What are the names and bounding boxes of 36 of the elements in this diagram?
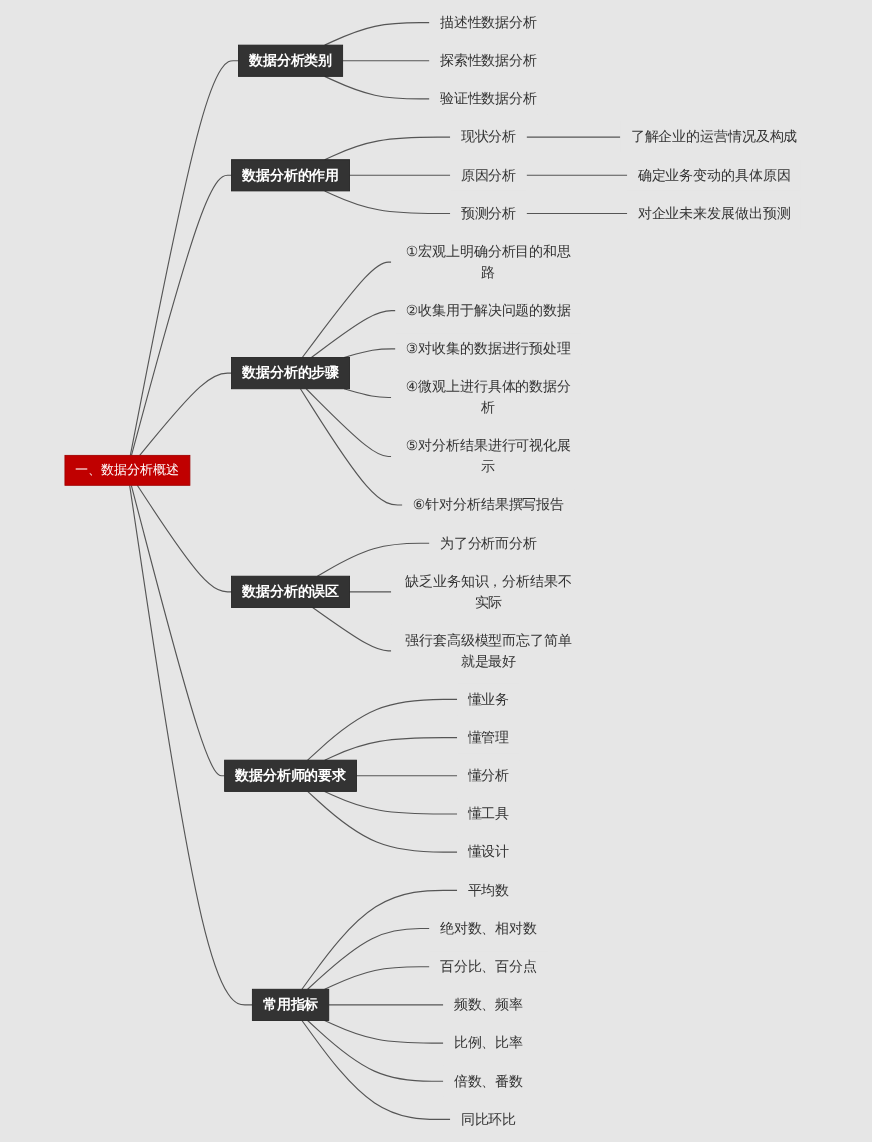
connector [301,261,392,359]
connector [316,542,430,577]
connector [299,388,403,506]
connector [301,889,458,990]
connector [323,75,430,100]
connector [310,310,396,359]
connector [327,1004,444,1006]
connector [311,606,392,652]
connector [525,212,628,215]
connector [343,348,396,359]
connector [129,60,239,456]
connector [306,927,430,990]
connector [525,136,621,138]
connector [348,591,392,593]
connector [343,388,392,398]
connector [323,136,451,161]
connector [323,190,451,215]
connector [348,174,451,176]
connector [355,775,458,777]
connector [305,388,392,458]
connector [323,737,458,761]
connector [128,484,253,1006]
connector [323,22,430,46]
connector [306,1019,444,1082]
connector [306,698,458,761]
connector [130,174,232,456]
connector [341,60,430,62]
connector [323,790,458,815]
connector [323,966,430,990]
connector [301,1019,451,1120]
connector [136,484,232,593]
connector [525,174,628,176]
connector [138,372,232,456]
connector [306,790,458,853]
connector [323,1019,444,1044]
connector [130,484,225,777]
